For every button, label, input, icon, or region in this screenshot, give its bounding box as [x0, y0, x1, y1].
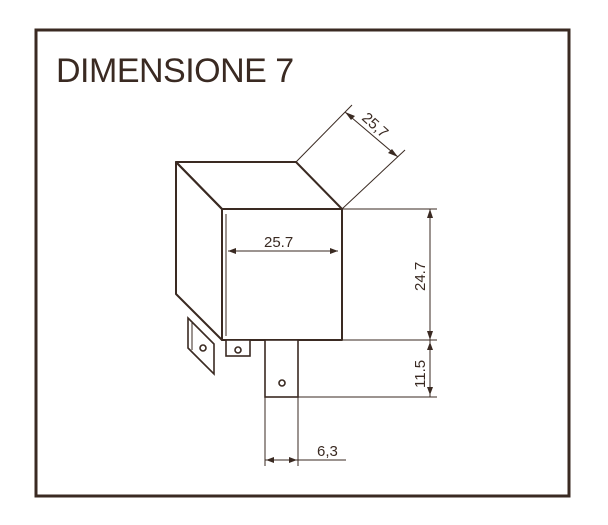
pin-width-label: 6,3 [317, 443, 338, 460]
front-pin [264, 339, 299, 398]
pin-length-label: 11.5 [412, 360, 429, 388]
drawing-title: DIMENSIONE 7 [56, 52, 294, 90]
height-label: 24.7 [412, 262, 429, 291]
height-dimension [342, 208, 437, 341]
relay-top-face [175, 161, 343, 210]
outer-frame [34, 28, 571, 498]
pin-width-dimension [264, 397, 346, 466]
terminal-pins [187, 316, 299, 398]
width-label: 25.7 [264, 234, 293, 251]
front-pin-hole [278, 379, 286, 387]
middle-pin [225, 339, 251, 357]
depth-label: 25,7 [358, 109, 391, 141]
side-pin-hole [199, 344, 207, 352]
middle-pin-hole [234, 346, 242, 354]
relay-side-face [175, 161, 223, 341]
width-dimension [228, 248, 338, 254]
relay-front-face [221, 208, 343, 341]
pin-length-dimension [298, 340, 437, 398]
depth-dimension [295, 104, 406, 210]
